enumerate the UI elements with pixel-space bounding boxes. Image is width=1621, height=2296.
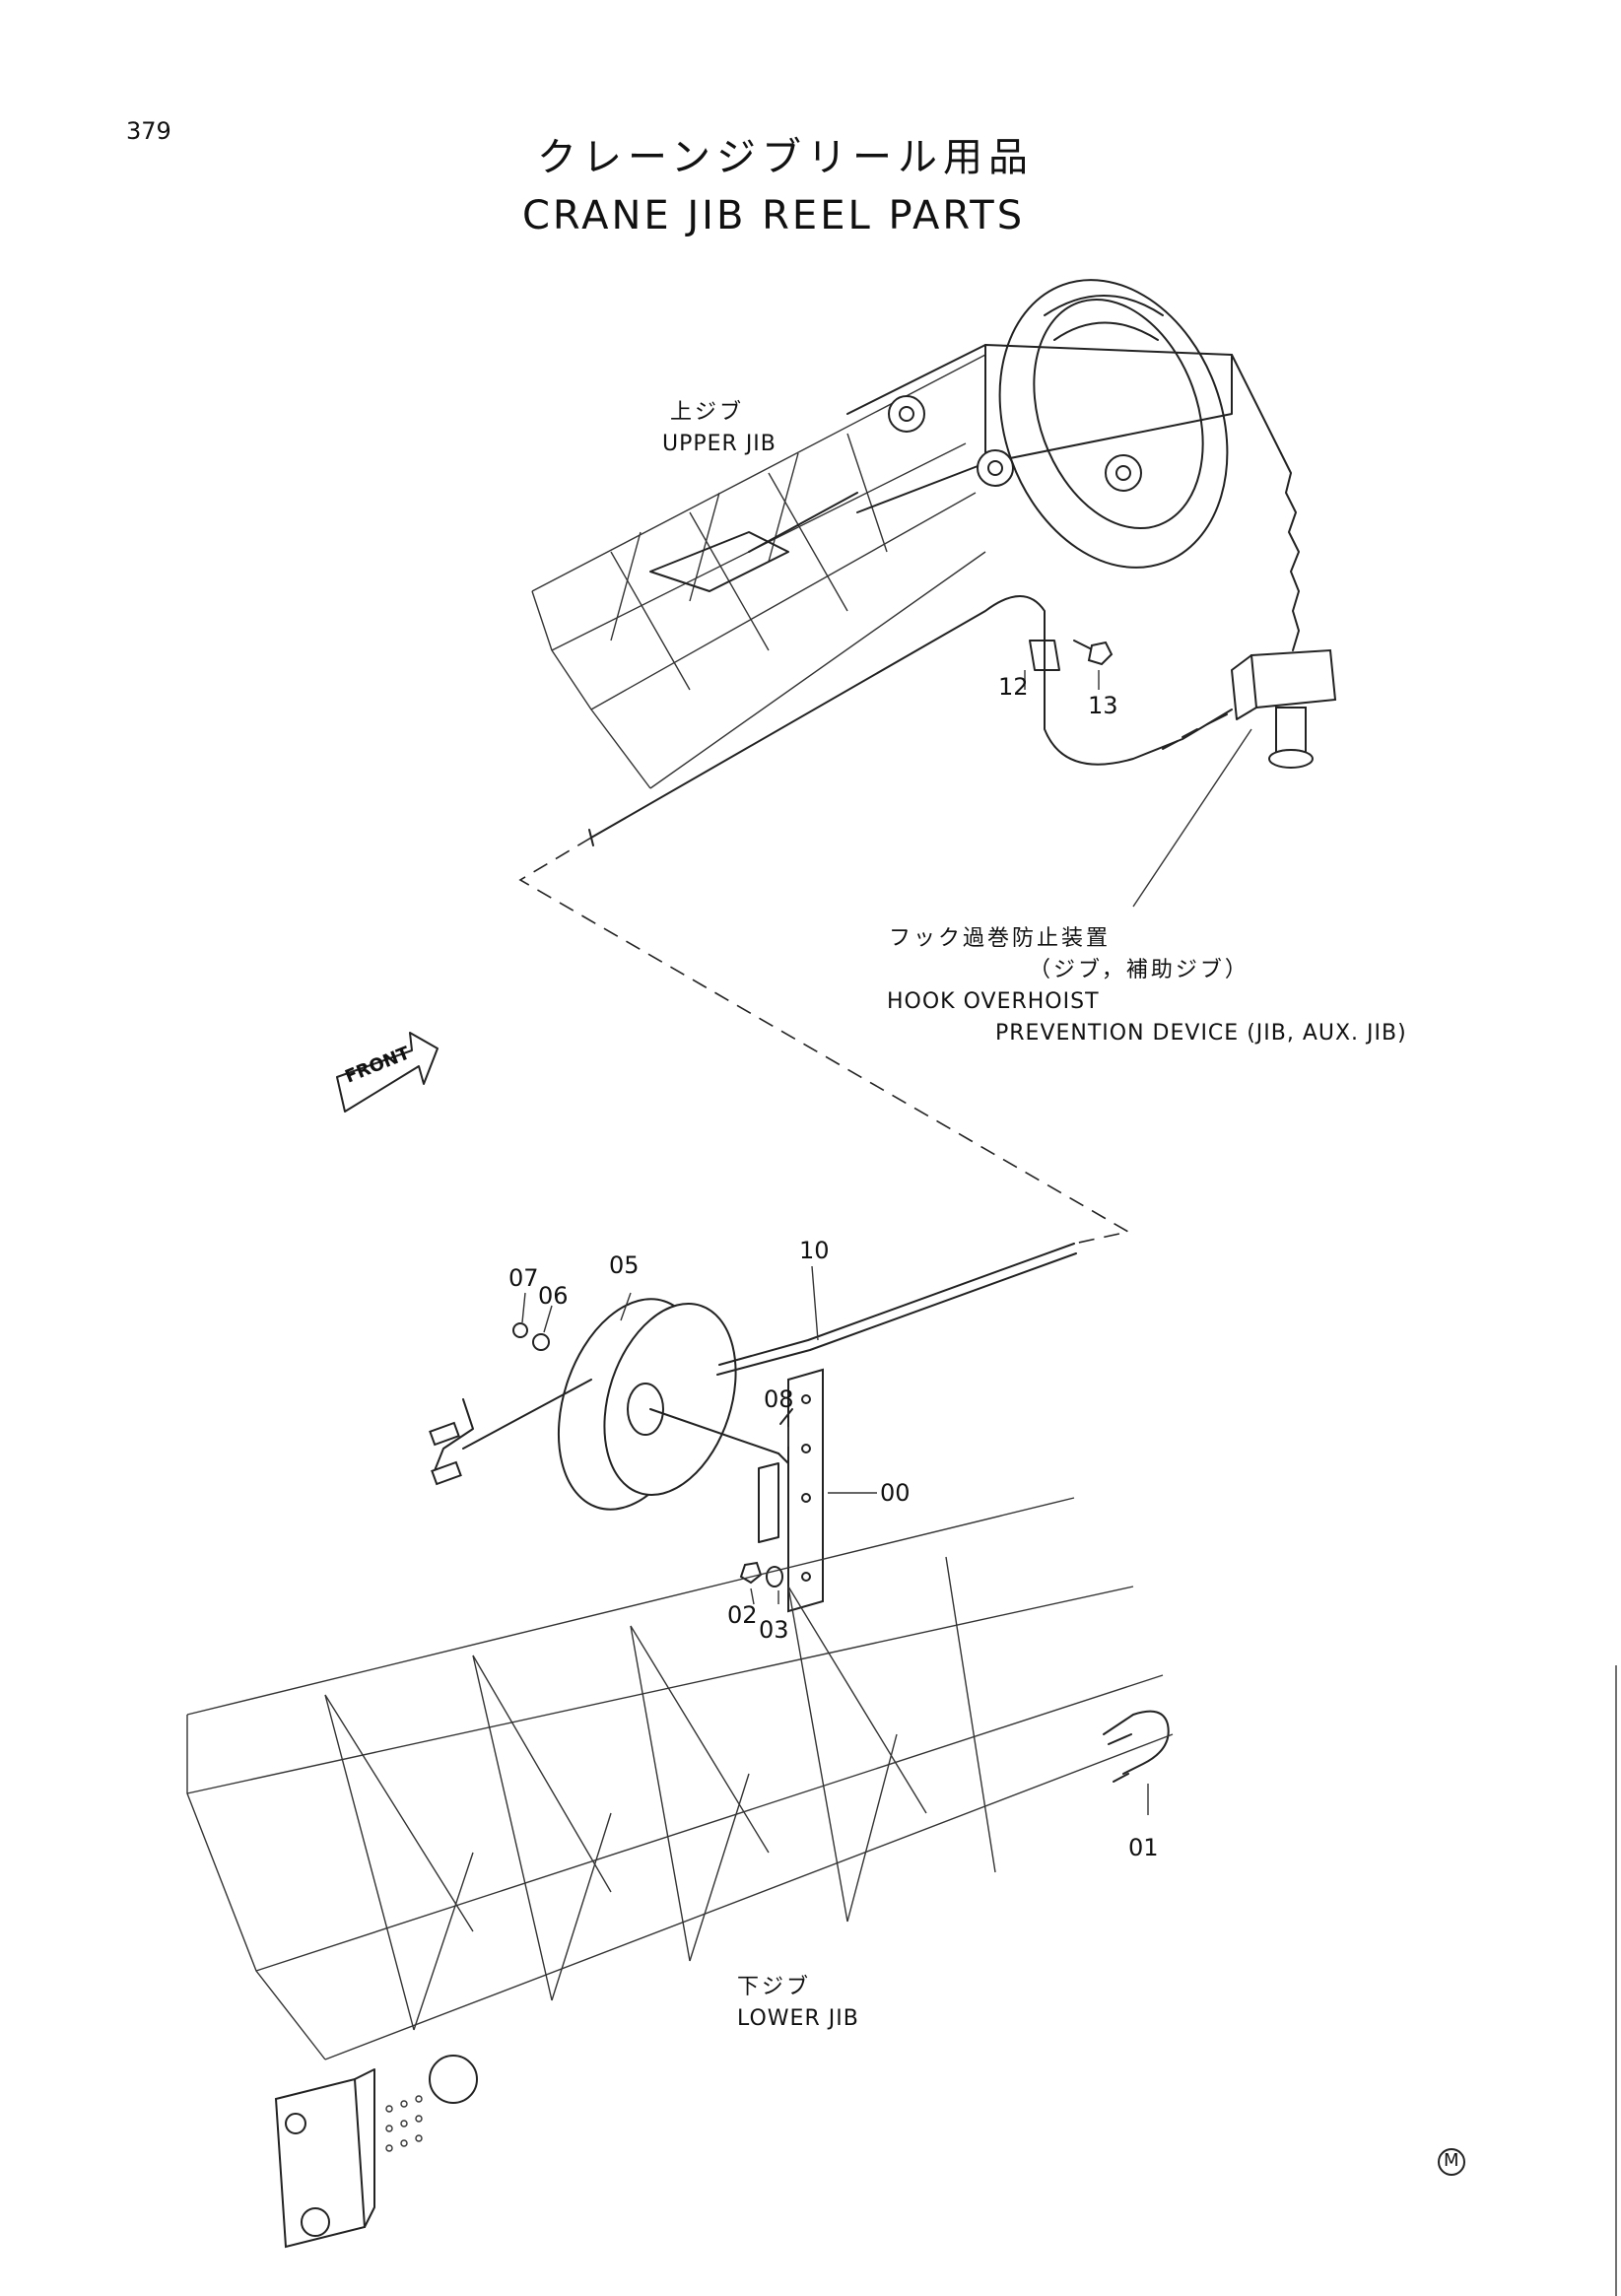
part-number-03: 03 (759, 1616, 789, 1644)
part-number-05: 05 (609, 1251, 640, 1279)
lower-jib-drawing (187, 1498, 1173, 2247)
part-number-07: 07 (508, 1264, 539, 1292)
title-japanese: クレーンジブリール用品 (537, 135, 1034, 180)
part-number-12: 12 (998, 673, 1029, 701)
part-number-13: 13 (1088, 692, 1118, 719)
title-english: CRANE JIB REEL PARTS (522, 193, 1026, 238)
device-label-jp-2: （ジブ，補助ジブ） (1029, 958, 1250, 982)
part-number-01: 01 (1128, 1834, 1159, 1861)
part-number-10: 10 (799, 1237, 830, 1264)
upper-jib-drawing (532, 247, 1335, 845)
part-number-08: 08 (764, 1385, 794, 1413)
logo-letter: M (1444, 2150, 1459, 2171)
upper-jib-label-en: UPPER JIB (662, 432, 777, 456)
upper-jib-label-jp: 上ジブ (670, 400, 745, 425)
page-number: 379 (126, 117, 171, 145)
part-number-00: 00 (880, 1479, 911, 1507)
lower-jib-label-jp: 下ジブ (737, 1975, 812, 1999)
reel-assembly (430, 1244, 1168, 1782)
device-label-en-1: HOOK OVERHOIST (887, 989, 1100, 1014)
manufacturer-logo (1439, 2149, 1464, 2175)
part-number-02: 02 (727, 1601, 758, 1629)
device-label-jp-1: フック過巻防止装置 (889, 926, 1112, 951)
part-number-06: 06 (538, 1282, 569, 1310)
device-label-en-2: PREVENTION DEVICE (JIB, AUX. JIB) (995, 1021, 1407, 1046)
front-arrow (337, 1033, 438, 1112)
lower-jib-label-en: LOWER JIB (737, 2006, 859, 2031)
